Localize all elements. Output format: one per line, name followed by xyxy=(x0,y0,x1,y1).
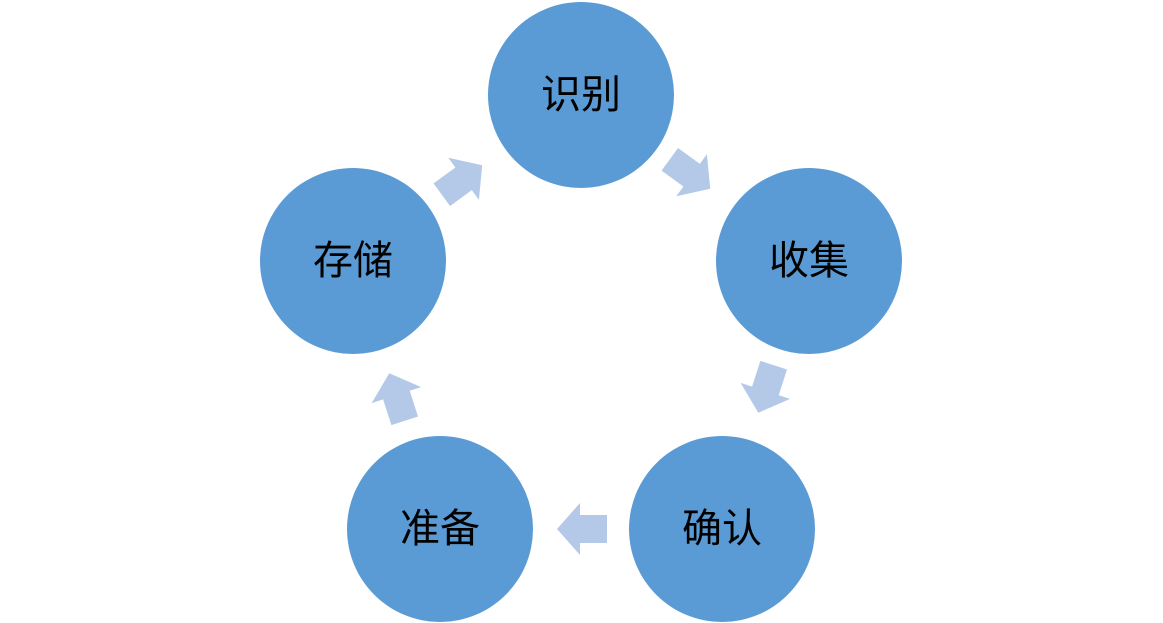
chevron-arrow-icon xyxy=(661,147,711,197)
chevron-arrow-icon xyxy=(557,503,607,555)
node-prepare-label: 准备 xyxy=(400,506,480,552)
node-confirm: 确认 xyxy=(629,436,815,622)
node-identify-circle xyxy=(488,2,674,188)
node-identify: 识别 xyxy=(488,2,674,188)
cycle-arrows xyxy=(371,147,791,555)
chevron-arrow-icon xyxy=(740,360,791,413)
node-prepare: 准备 xyxy=(347,436,533,622)
node-store: 存储 xyxy=(260,168,446,354)
arrow-identify-to-collect-icon xyxy=(661,147,711,197)
node-identify-label: 识别 xyxy=(541,72,621,118)
chevron-arrow-icon xyxy=(433,157,483,207)
arrow-confirm-to-prepare-icon xyxy=(557,503,607,555)
arrow-store-to-identify-icon xyxy=(433,157,483,207)
cycle-nodes: 识别 收集 确认 准备 存储 xyxy=(260,2,902,622)
arrow-prepare-to-store-icon xyxy=(371,373,422,426)
node-confirm-circle xyxy=(629,436,815,622)
node-collect: 收集 xyxy=(716,168,902,354)
arrow-collect-to-confirm-icon xyxy=(740,360,791,413)
node-store-circle xyxy=(260,168,446,354)
node-collect-label: 收集 xyxy=(769,238,849,284)
node-prepare-circle xyxy=(347,436,533,622)
node-collect-circle xyxy=(716,168,902,354)
chevron-arrow-icon xyxy=(371,373,422,426)
node-confirm-label: 确认 xyxy=(682,506,762,552)
node-store-label: 存储 xyxy=(313,238,393,284)
